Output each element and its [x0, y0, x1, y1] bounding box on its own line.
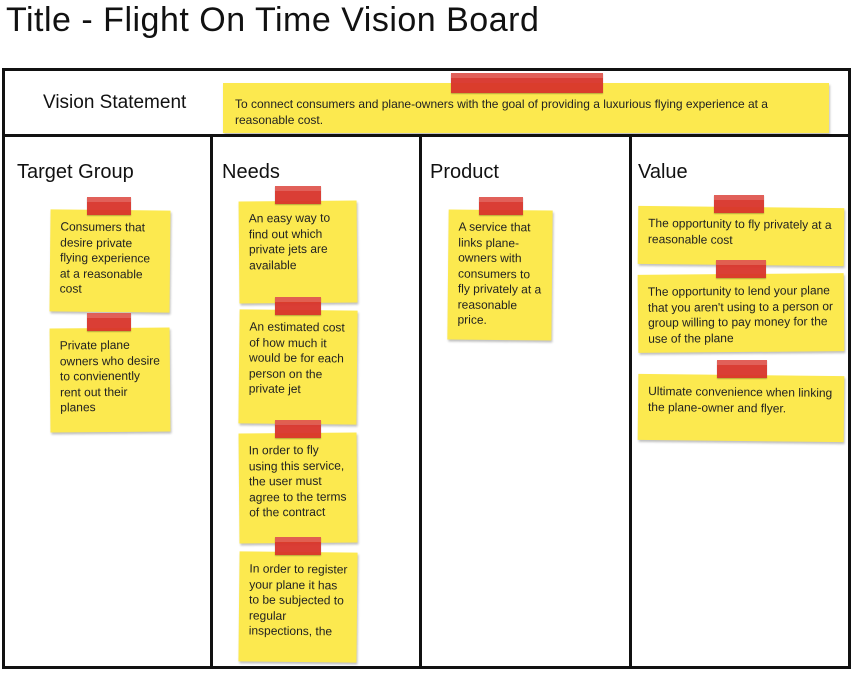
sticky-note[interactable]: In order to fly using this service, the … — [238, 432, 358, 544]
sticky-note-text: Ultimate convenience when linking the pl… — [647, 384, 833, 415]
sticky-note[interactable]: A service that links plane-owners with c… — [447, 209, 553, 341]
tape — [714, 195, 764, 213]
sticky-note[interactable]: Consumers that desire private flying exp… — [49, 209, 171, 313]
vision-label: Vision Statement — [43, 92, 187, 113]
vision-row: Vision Statement To connect consumers an… — [5, 71, 848, 137]
tape — [716, 260, 766, 278]
sticky-note-text: In order to register your plane it has t… — [248, 561, 348, 639]
vision-board: Vision Statement To connect consumers an… — [2, 68, 851, 669]
sticky-note-text: In order to fly using this service, the … — [248, 442, 347, 520]
sticky-note[interactable]: Private plane owners who desire to convi… — [49, 327, 171, 433]
sticky-note-text: Private plane owners who desire to convi… — [59, 337, 160, 415]
column-divider — [419, 137, 422, 666]
sticky-note[interactable]: An estimated cost of how much it would b… — [238, 309, 358, 425]
column-divider — [210, 137, 213, 666]
sticky-note-text: A service that links plane-owners with c… — [457, 219, 542, 327]
vision-statement-text: To connect consumers and plane-owners wi… — [235, 97, 768, 127]
column-heading-needs: Needs — [222, 161, 280, 183]
column-heading-product: Product — [430, 161, 499, 183]
sticky-note[interactable]: Ultimate convenience when linking the pl… — [637, 373, 845, 443]
tape — [87, 313, 131, 331]
column-divider — [629, 137, 632, 666]
tape — [479, 197, 523, 215]
tape — [275, 297, 321, 315]
column-heading-target-group: Target Group — [17, 161, 134, 183]
sticky-note-text: An estimated cost of how much it would b… — [248, 319, 345, 397]
sticky-note[interactable]: The opportunity to lend your plane that … — [637, 273, 845, 353]
sticky-note-text: Consumers that desire private flying exp… — [59, 219, 151, 296]
sticky-note-text: The opportunity to lend your plane that … — [647, 283, 834, 346]
sticky-note[interactable]: An easy way to find out which private je… — [238, 200, 358, 304]
tape — [451, 73, 603, 93]
tape — [717, 360, 767, 378]
page-title: Title - Flight On Time Vision Board — [6, 1, 540, 39]
tape — [275, 537, 321, 555]
tape — [275, 186, 321, 204]
column-heading-value: Value — [638, 161, 688, 183]
tape — [87, 197, 131, 215]
sticky-note[interactable]: The opportunity to fly privately at a re… — [637, 205, 845, 267]
sticky-note-text: An easy way to find out which private je… — [248, 210, 331, 272]
sticky-note[interactable]: In order to register your plane it has t… — [238, 551, 358, 663]
tape — [275, 420, 321, 438]
sticky-note-text: The opportunity to fly privately at a re… — [647, 216, 832, 247]
